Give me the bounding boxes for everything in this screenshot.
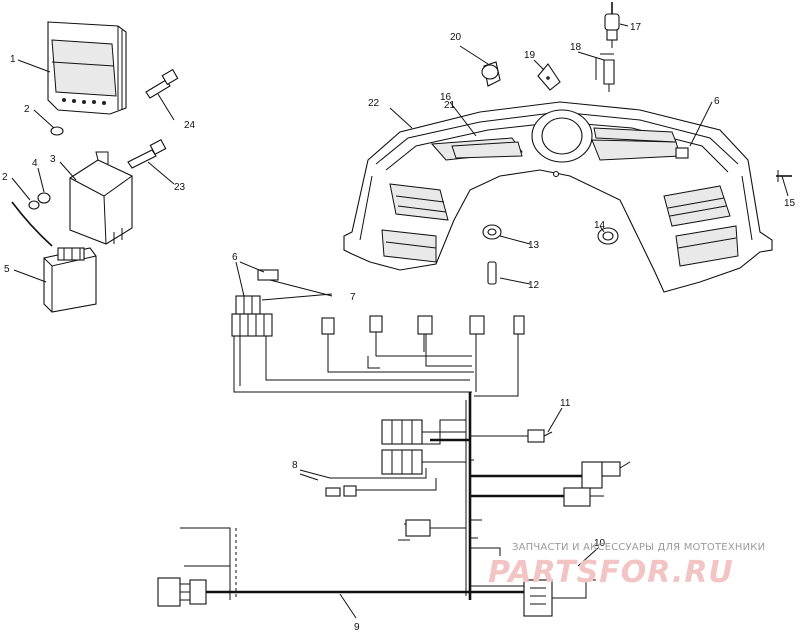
part-screw-15	[776, 170, 792, 182]
callout-1: 1	[10, 54, 16, 65]
callout-6a: 6	[232, 252, 238, 263]
callout-23: 23	[174, 182, 186, 193]
callout-11: 11	[560, 398, 571, 409]
part-coil	[11, 201, 97, 313]
watermark-brand: PARTSFOR.RU	[488, 555, 734, 590]
part-nut-2a	[50, 126, 64, 136]
part-washer-4	[28, 192, 51, 210]
wiring-harness	[157, 269, 631, 617]
callout-5: 5	[4, 264, 10, 275]
watermark-tagline: ЗАПЧАСТИ И АКСЕССУАРЫ ДЛЯ МОТОТЕХНИКИ	[512, 542, 765, 553]
part-grommet-13	[482, 224, 502, 240]
callout-18: 18	[570, 42, 582, 53]
part-cdi-box	[47, 21, 127, 115]
callout-7: 7	[350, 292, 356, 303]
callout-2b: 2	[2, 172, 8, 183]
part-lamp-16	[675, 147, 689, 159]
callout-6b: 6	[714, 96, 720, 107]
callout-15: 15	[784, 198, 796, 209]
callout-20: 20	[450, 32, 462, 43]
part-dash-panel	[343, 101, 773, 293]
callout-9: 9	[354, 622, 360, 633]
callouts: 1 2 2 3 4 5 6 6 7 8 9 10 11 12 13 14 15 …	[2, 22, 796, 633]
callout-8: 8	[292, 460, 298, 471]
part-clip-19	[537, 63, 561, 91]
callout-13: 13	[528, 240, 540, 251]
callout-12: 12	[528, 280, 540, 291]
callout-14: 14	[594, 220, 606, 231]
part-regulator	[69, 151, 133, 245]
part-switch-20	[481, 61, 501, 87]
part-grommet-14	[597, 227, 619, 245]
callout-10: 10	[594, 538, 606, 549]
part-bolt-23	[127, 139, 167, 169]
callout-17: 17	[630, 22, 642, 33]
part-socket-17	[604, 2, 620, 48]
callout-19: 19	[524, 50, 536, 61]
callout-16: 16	[440, 92, 452, 103]
callout-24: 24	[184, 120, 196, 131]
leader-lines	[11, 23, 789, 619]
part-bulb-18	[595, 53, 615, 92]
part-bolt-24	[145, 68, 179, 99]
callout-21: 21	[444, 100, 456, 111]
callout-4: 4	[32, 158, 38, 169]
callout-22: 22	[368, 98, 380, 109]
watermark: ЗАПЧАСТИ И АКСЕССУАРЫ ДЛЯ МОТОТЕХНИКИ PA…	[488, 542, 765, 590]
callout-2a: 2	[24, 104, 30, 115]
callout-3: 3	[50, 154, 56, 165]
part-fuse-12	[487, 261, 497, 285]
